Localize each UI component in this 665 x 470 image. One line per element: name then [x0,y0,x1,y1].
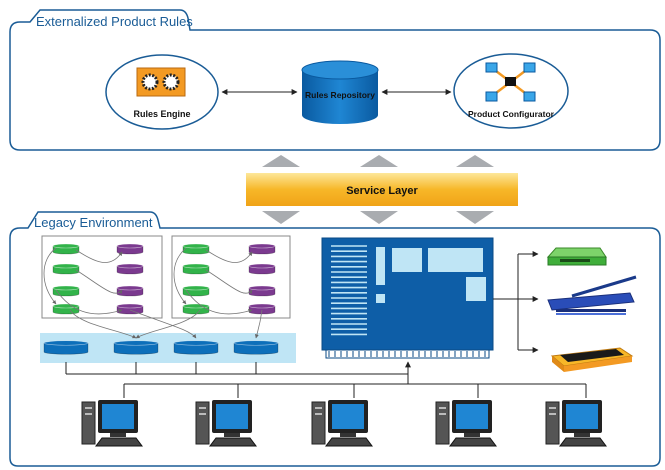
sync-line [205,269,253,295]
externalized-rules-section: Externalized Product Rules Rules Engine … [9,9,661,151]
workstation-row [81,400,607,447]
node-label: Rules Engine [133,109,190,119]
mainframe-screen [466,277,486,301]
legacy-environment-section: Legacy Environment [9,211,661,467]
purple-database-icon [116,285,144,297]
green-database-icon [52,303,80,315]
green-database-icon [182,303,210,315]
service-layer-label: Service Layer [346,185,418,197]
product-configurator-node: Product Configurator [453,53,569,129]
blue-database-icon [233,340,279,355]
sync-line [69,309,137,339]
sync-line [55,289,123,315]
green-drive-icon [546,247,607,266]
green-database-icon [182,243,210,255]
sync-line [43,247,57,305]
gears-icon [136,67,186,97]
sync-line [173,247,187,305]
sync-line [185,289,253,315]
mainframe [321,237,494,359]
sync-line [75,249,123,263]
up-arrow [262,155,300,167]
green-database-icon [182,263,210,275]
scanner-icon [547,275,637,315]
mainframe-slot [376,247,385,285]
network-bus [65,361,587,398]
section-title: Legacy Environment [34,215,153,230]
purple-database-icon [248,263,276,275]
blue-database-icon [43,340,89,355]
green-database-icon [52,263,80,275]
network-icon [485,62,536,102]
sync-line [135,309,201,339]
node-label: Product Configurator [468,109,555,119]
down-arrow [360,211,398,224]
sync-line [205,249,253,263]
purple-database-icon [248,285,276,297]
up-arrow [360,155,398,167]
device-connectors [493,251,539,353]
service-layer: Service Layer [246,155,518,224]
blue-database-icon [113,340,159,355]
purple-database-icon [248,243,276,255]
purple-database-icon [116,243,144,255]
service-layer-bar [246,173,518,206]
rules-engine-node: Rules Engine [105,54,219,130]
blue-database-icon [173,340,219,355]
purple-database-icon [116,263,144,275]
sync-line [129,309,197,339]
workstation-icon [311,400,373,447]
mainframe-port-strip [325,349,490,359]
workstation-icon [435,400,497,447]
green-database-icon [182,285,210,297]
purple-database-icon [116,303,144,315]
node-label: Rules Repository [305,90,375,100]
rules-repository-node: Rules Repository [301,60,379,124]
down-arrow [456,211,494,224]
workstation-icon [545,400,607,447]
workstation-icon [81,400,143,447]
green-database-icon [52,243,80,255]
sync-line [75,269,123,295]
database-cluster [40,235,296,363]
mainframe-screen [392,248,422,272]
section-title: Externalized Product Rules [36,14,193,29]
sync-line [254,309,263,339]
mainframe-panel-lines [331,245,367,336]
database-icon [301,60,379,80]
mainframe-slot [376,294,385,303]
printer-tray-icon [550,347,634,372]
mainframe-screen [428,248,483,272]
workstation-icon [195,400,257,447]
down-arrow [262,211,300,224]
up-arrow [456,155,494,167]
